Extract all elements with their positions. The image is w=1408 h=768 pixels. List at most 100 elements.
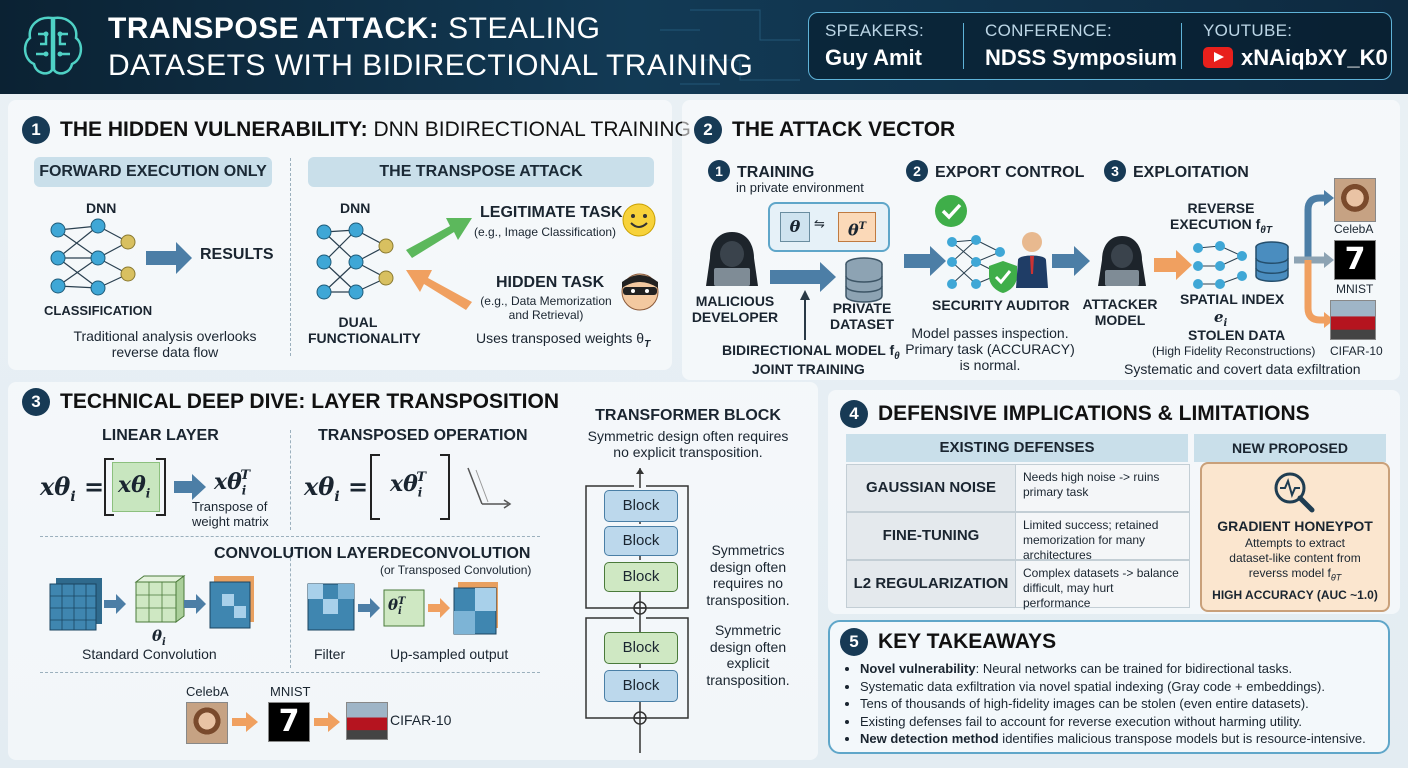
reverse-arrow — [1154, 250, 1192, 280]
celeba-label-2: CelebA — [186, 684, 229, 699]
forward-arrow — [146, 242, 192, 274]
results-label: RESULTS — [200, 246, 274, 263]
spatial-index-label: SPATIAL INDEX — [1180, 291, 1285, 307]
transformer-block-diagram — [585, 468, 689, 753]
deconvolution-label: DECONVOLUTION — [390, 545, 531, 562]
honeypot-accuracy: HIGH ACCURACY (AUC ~1.0) — [1212, 588, 1378, 602]
linear-formula-lhs: xθi = — [40, 472, 105, 505]
checkmark-icon — [935, 195, 967, 227]
celeba-sample-image — [1334, 178, 1376, 222]
exfiltration-note: Systematic and covert data exfiltration — [1124, 361, 1361, 377]
mnist-label: MNIST — [1336, 282, 1374, 296]
up-arrow — [800, 290, 810, 340]
linear-arrow — [174, 474, 206, 500]
block-5: Block — [604, 670, 678, 702]
database-icon — [845, 257, 883, 303]
block-4: Block — [604, 632, 678, 664]
dnn-label: DNN — [86, 200, 117, 216]
section-technical-deep-dive — [8, 382, 818, 760]
dataset-arrow-1 — [232, 712, 258, 732]
theta-weights: θ — [780, 212, 810, 242]
cifar-label: CIFAR-10 — [1330, 344, 1383, 358]
existing-defenses-header: EXISTING DEFENSES — [846, 434, 1188, 462]
section-hidden-vulnerability — [8, 100, 672, 370]
circuit-pattern — [660, 9, 800, 85]
new-detection-header: NEW PROPOSED DETECTION — [1194, 434, 1386, 484]
conv-theta-symbol: θi — [152, 627, 166, 648]
legitimate-task-example: (e.g., Image Classification) — [474, 225, 617, 239]
stolen-database-icon — [1255, 241, 1289, 282]
bidirectional-model-label: BIDIRECTIONAL MODEL fθ — [722, 342, 900, 362]
auditor-person-icon — [1016, 232, 1048, 288]
training-sub: in private environment — [736, 180, 864, 195]
brain-icon — [23, 16, 83, 75]
speakers-field: SPEAKERS: Guy Amit — [825, 21, 925, 70]
poster-title: TRANSPOSE ATTACK: STEALING DATASETS WITH… — [108, 12, 754, 82]
upsampled-label: Up-sampled output — [390, 646, 509, 662]
attacker-icon — [1098, 236, 1146, 286]
cifar-sample-image-2 — [346, 702, 388, 740]
block-2: Block — [604, 526, 678, 556]
dnn-label-2: DNN — [340, 200, 371, 216]
standard-convolution-label: Standard Convolution — [82, 646, 217, 662]
inspection-note: Model passes inspection.Primary task (AC… — [905, 325, 1075, 373]
to-attacker-arrow — [1052, 246, 1090, 276]
filter-label: Filter — [314, 646, 346, 662]
youtube-id[interactable]: xNAiqbXY_K0 — [1241, 45, 1388, 70]
magnifier-pulse-icon — [1274, 472, 1315, 513]
block-3: Block — [604, 562, 678, 592]
weights-bubble: θ ⇋ θT — [768, 202, 890, 252]
exfiltration-flow-arrows — [1294, 190, 1334, 328]
deconvolution-diagram — [307, 582, 498, 635]
mnist-sample-image-2: 7 — [268, 702, 310, 742]
linear-formula-inner: xθi — [118, 472, 151, 501]
dataset-arrow-2 — [314, 712, 340, 732]
to-dataset-arrow — [770, 262, 836, 292]
reverse-network-icon — [1193, 241, 1247, 289]
classification-label: CLASSIFICATION — [44, 303, 153, 318]
masked-thief-icon — [621, 273, 659, 311]
talk-info-box: SPEAKERS: Guy Amit CONFERENCE: NDSS Symp… — [808, 12, 1392, 80]
theta-transposed-weights: θT — [838, 212, 876, 242]
hidden-task-label: HIDDEN TASK — [496, 274, 605, 291]
takeaway-3: Tens of thousands of high-fidelity image… — [860, 695, 1400, 713]
shield-check-icon — [989, 261, 1017, 293]
legitimate-arrow — [406, 218, 472, 258]
takeaways-list: Novel vulnerability: Neural networks can… — [842, 660, 1400, 748]
deconv-theta-symbol: θiT — [388, 596, 406, 617]
conference-field: CONFERENCE: NDSS Symposium — [985, 21, 1177, 70]
convolution-layer-label: CONVOLUTION LAYER — [214, 545, 390, 562]
joint-training-label: JOINT TRAINING — [752, 361, 865, 377]
transposed-formula-inner: xθiT — [390, 470, 427, 500]
neural-network-icon — [50, 218, 136, 296]
mnist-sample-image: 7 — [1334, 240, 1376, 280]
takeaway-2: Systematic data exfiltration via novel s… — [860, 678, 1400, 696]
transposed-operation-label: TRANSPOSED OPERATION — [318, 427, 528, 444]
to-auditor-arrow — [904, 246, 946, 276]
youtube-icon — [1203, 47, 1233, 68]
linear-layer-label: LINEAR LAYER — [102, 427, 219, 444]
transposed-result: xθiT — [214, 468, 251, 498]
celeba-sample-image-2 — [186, 702, 228, 744]
hacker-icon — [706, 232, 758, 286]
celeba-label: CelebA — [1334, 222, 1374, 236]
